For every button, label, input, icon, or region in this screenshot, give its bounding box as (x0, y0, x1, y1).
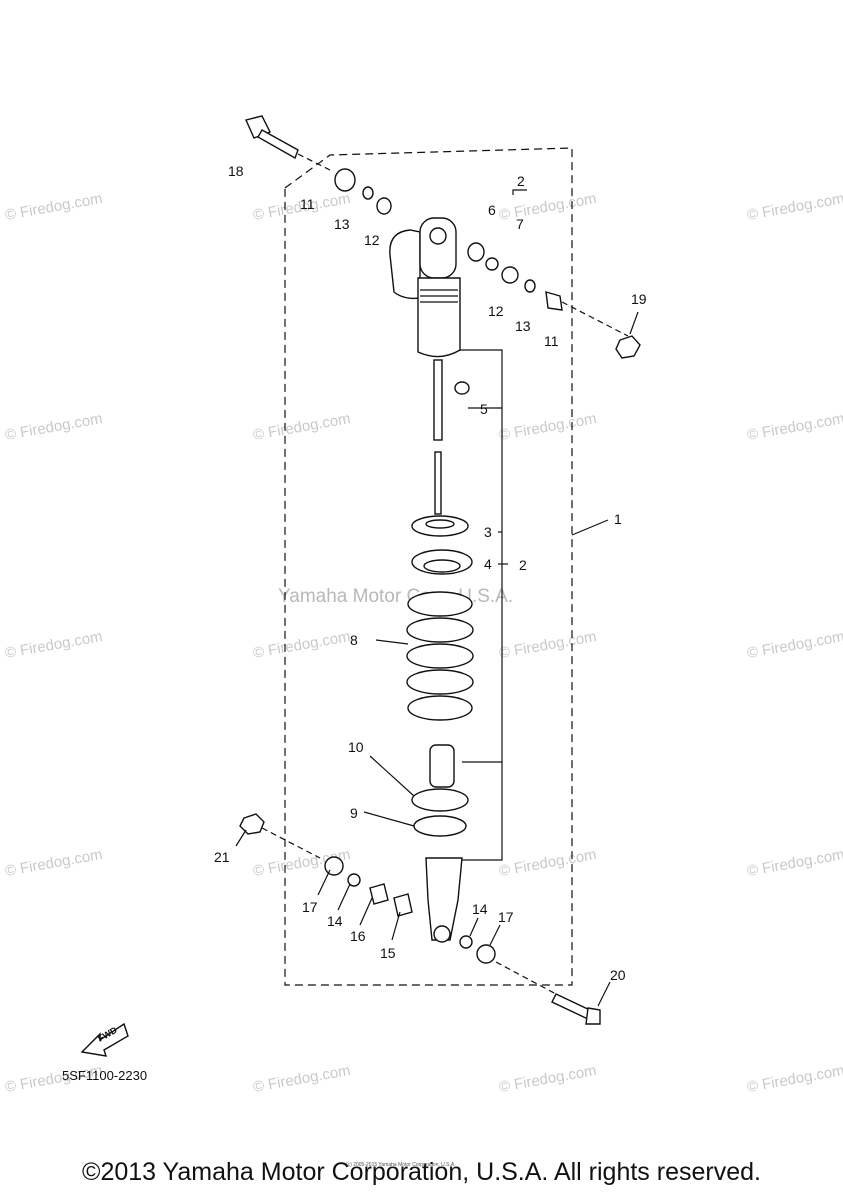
assembly-boundary (284, 147, 573, 986)
part-label-16: 16 (350, 928, 366, 944)
lower-shock (411, 744, 469, 943)
part-label-1: 1 (614, 511, 622, 527)
watermark: © Firedog.com (4, 846, 104, 880)
center-watermark: Yamaha Motor Corp, U.S.A. (278, 586, 513, 607)
watermark: © Firedog.com (746, 410, 843, 444)
watermark: © Firedog.com (746, 846, 843, 880)
part-labels: 1 2 2 3 4 5 6 7 8 9 10 11 11 12 12 13 13… (214, 163, 647, 983)
watermark: © Firedog.com (746, 628, 843, 662)
shock-shaft (433, 359, 470, 515)
part-label-14: 14 (327, 913, 343, 929)
watermark: © Firedog.com (498, 846, 598, 880)
top-bolt (245, 115, 331, 171)
watermark: © Firedog.com (498, 1062, 598, 1096)
lock-rings (411, 515, 473, 575)
watermark: © Firedog.com (498, 628, 598, 662)
watermark: © Firedog.com (4, 410, 104, 444)
watermark: © Firedog.com (498, 190, 598, 224)
watermark: © Firedog.com (252, 410, 352, 444)
part-label-5: 5 (480, 401, 488, 417)
part-label-18: 18 (228, 163, 244, 179)
part-label-14: 14 (472, 901, 488, 917)
bottom-hardware (239, 813, 601, 1025)
spring (406, 591, 474, 721)
shock-body (389, 217, 461, 358)
part-label-11: 11 (300, 196, 315, 212)
part-label-13: 13 (515, 318, 531, 334)
part-label-12: 12 (488, 303, 504, 319)
part-label-7: 7 (516, 216, 524, 232)
watermark: © Firedog.com (252, 628, 352, 662)
fwd-arrow: FWD (80, 1022, 129, 1057)
part-label-11: 11 (544, 333, 559, 349)
watermark: © Firedog.com (252, 1062, 352, 1096)
part-label-15: 15 (380, 945, 396, 961)
leader-lines (235, 311, 639, 1007)
part-label-2: 2 (519, 557, 527, 573)
part-label-4: 4 (484, 556, 492, 572)
part-label-8: 8 (350, 632, 358, 648)
part-label-19: 19 (631, 291, 647, 307)
part-label-20: 20 (610, 967, 626, 983)
watermark: © Firedog.com (498, 410, 598, 444)
top-hardware (334, 168, 641, 359)
subassembly-brackets (460, 189, 609, 861)
part-label-6: 6 (488, 202, 496, 218)
copyright-footer: ©2013 Yamaha Motor Corporation, U.S.A. A… (82, 1158, 761, 1186)
part-label-10: 10 (348, 739, 364, 755)
tiny-copyright-note: (c) 2005-2015 Yamaha Motor Corporation, … (346, 1162, 456, 1168)
part-label-9: 9 (350, 805, 358, 821)
watermark: © Firedog.com (4, 190, 104, 224)
watermark: © Firedog.com (746, 190, 843, 224)
watermark: © Firedog.com (4, 628, 104, 662)
part-label-17: 17 (498, 909, 514, 925)
watermark: © Firedog.com (746, 1062, 843, 1096)
part-label-21: 21 (214, 849, 230, 865)
part-label-13: 13 (334, 216, 350, 232)
part-label-3: 3 (484, 524, 492, 540)
part-label-2: 2 (517, 173, 525, 189)
part-label-12: 12 (364, 232, 380, 248)
drawing-code: 5SF1100-2230 (62, 1068, 147, 1083)
part-label-17: 17 (302, 899, 318, 915)
